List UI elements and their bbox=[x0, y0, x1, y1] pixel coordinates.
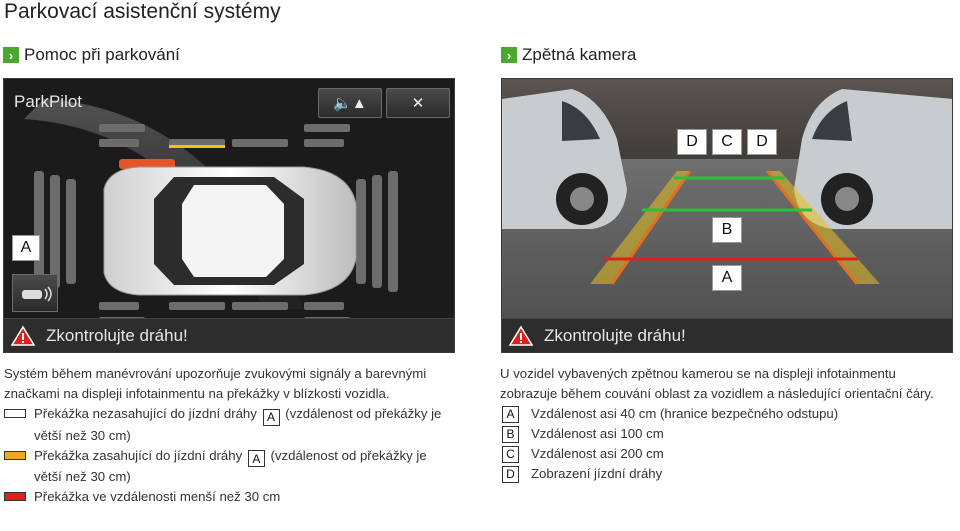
parked-car-right bbox=[794, 89, 952, 229]
label-c: C bbox=[712, 129, 742, 155]
label-d-left: D bbox=[677, 129, 707, 155]
label-a: A bbox=[712, 265, 742, 291]
marker-box: A bbox=[247, 450, 265, 467]
warning-triangle-icon bbox=[10, 325, 36, 346]
legend-swatch-red bbox=[4, 492, 26, 501]
guide-lines bbox=[590, 170, 880, 285]
list-item-text: Vzdálenost asi 100 cm bbox=[531, 426, 664, 441]
warning-text: Zkontrolujte dráhu! bbox=[544, 325, 686, 345]
legend-text-before: Překážka nezasahující do jízdní dráhy bbox=[34, 406, 257, 421]
section-heading-text: Zpětná kamera bbox=[522, 45, 637, 64]
legend-item: Překážka ve vzdálenosti menší než 30 cm bbox=[4, 487, 454, 507]
warning-text: Zkontrolujte dráhu! bbox=[46, 325, 188, 345]
section-heading-parking-aid: › Pomoc při parkování bbox=[3, 45, 180, 65]
close-icon: ✕ bbox=[411, 95, 425, 112]
legend-text: Překážka nezasahující do jízdní dráhy A … bbox=[34, 404, 454, 446]
legend-swatch-white bbox=[4, 409, 26, 418]
car-illustration bbox=[103, 166, 357, 296]
side-sensor-segments-top bbox=[99, 124, 350, 147]
section-heading-text: Pomoc při parkování bbox=[24, 45, 180, 64]
intro-paragraph: U vozidel vybavených zpětnou kamerou se … bbox=[500, 366, 934, 401]
rear-camera-screen: D C D B A Zkontrolujte dráhu! bbox=[501, 78, 953, 353]
front-sensor-segments bbox=[356, 171, 398, 292]
letter-box: B bbox=[502, 425, 519, 443]
parkpilot-screen: ParkPilot 🔈▲ ✕ A Zkontrolujte dráhu! bbox=[3, 78, 455, 353]
parking-aid-description: Systém během manévrování upozorňuje zvuk… bbox=[4, 364, 454, 507]
marker-a: A bbox=[12, 235, 40, 261]
legend-item: Překážka zasahující do jízdní dráhy A (v… bbox=[4, 446, 454, 488]
list-item-text: Vzdálenost asi 200 cm bbox=[531, 446, 664, 461]
legend-text: Překážka zasahující do jízdní dráhy A (v… bbox=[34, 446, 454, 488]
letter-box: A bbox=[502, 405, 519, 423]
car-sensor-icon bbox=[22, 286, 52, 302]
close-button[interactable]: ✕ bbox=[386, 88, 450, 118]
legend-text-after: (vzdálenost od překážky je větší než 30 … bbox=[34, 447, 427, 485]
speaker-icon: 🔈▲ bbox=[333, 95, 367, 112]
chevron-right-icon: › bbox=[3, 47, 19, 63]
rear-camera-description: U vozidel vybavených zpětnou kamerou se … bbox=[500, 364, 955, 484]
legend-text-after: (vzdálenost od překážky je větší než 30 … bbox=[34, 406, 442, 443]
legend-swatch-orange bbox=[4, 450, 26, 460]
list-item: C Vzdálenost asi 200 cm bbox=[500, 444, 955, 464]
list-item-text: Vzdálenost asi 40 cm (hranice bezpečného… bbox=[531, 406, 839, 421]
label-d-right: D bbox=[747, 129, 777, 155]
letter-box: D bbox=[502, 465, 519, 483]
rear-camera-visualization bbox=[502, 79, 952, 352]
chevron-right-icon: › bbox=[501, 47, 517, 63]
section-heading-rear-camera: › Zpětná kamera bbox=[501, 45, 636, 65]
screen-title: ParkPilot bbox=[14, 92, 83, 111]
legend-text-before: Překážka zasahující do jízdní dráhy bbox=[34, 447, 243, 463]
warning-triangle-icon bbox=[508, 325, 534, 346]
label-b: B bbox=[712, 217, 742, 243]
view-toggle-button[interactable] bbox=[12, 274, 58, 312]
list-item: A Vzdálenost asi 40 cm (hranice bezpečné… bbox=[500, 404, 955, 424]
parkpilot-visualization bbox=[4, 79, 454, 352]
list-item: B Vzdálenost asi 100 cm bbox=[500, 424, 955, 444]
warning-bar: Zkontrolujte dráhu! bbox=[502, 318, 952, 352]
letter-box: C bbox=[502, 445, 519, 463]
parked-car-left bbox=[502, 89, 627, 229]
marker-box: A bbox=[262, 408, 280, 426]
list-item-text: Zobrazení jízdní dráhy bbox=[531, 466, 663, 481]
legend-item: Překážka nezasahující do jízdní dráhy A … bbox=[4, 404, 454, 446]
page-title: Parkovací asistenční systémy bbox=[4, 0, 281, 23]
intro-paragraph: Systém během manévrování upozorňuje zvuk… bbox=[4, 366, 427, 401]
sound-button[interactable]: 🔈▲ bbox=[318, 88, 382, 118]
rear-sensor-segments bbox=[34, 171, 76, 292]
list-item: D Zobrazení jízdní dráhy bbox=[500, 464, 955, 484]
warning-bar: Zkontrolujte dráhu! bbox=[4, 318, 454, 352]
sensor-warning-yellow bbox=[169, 145, 225, 148]
legend-text: Překážka ve vzdálenosti menší než 30 cm bbox=[34, 489, 281, 504]
